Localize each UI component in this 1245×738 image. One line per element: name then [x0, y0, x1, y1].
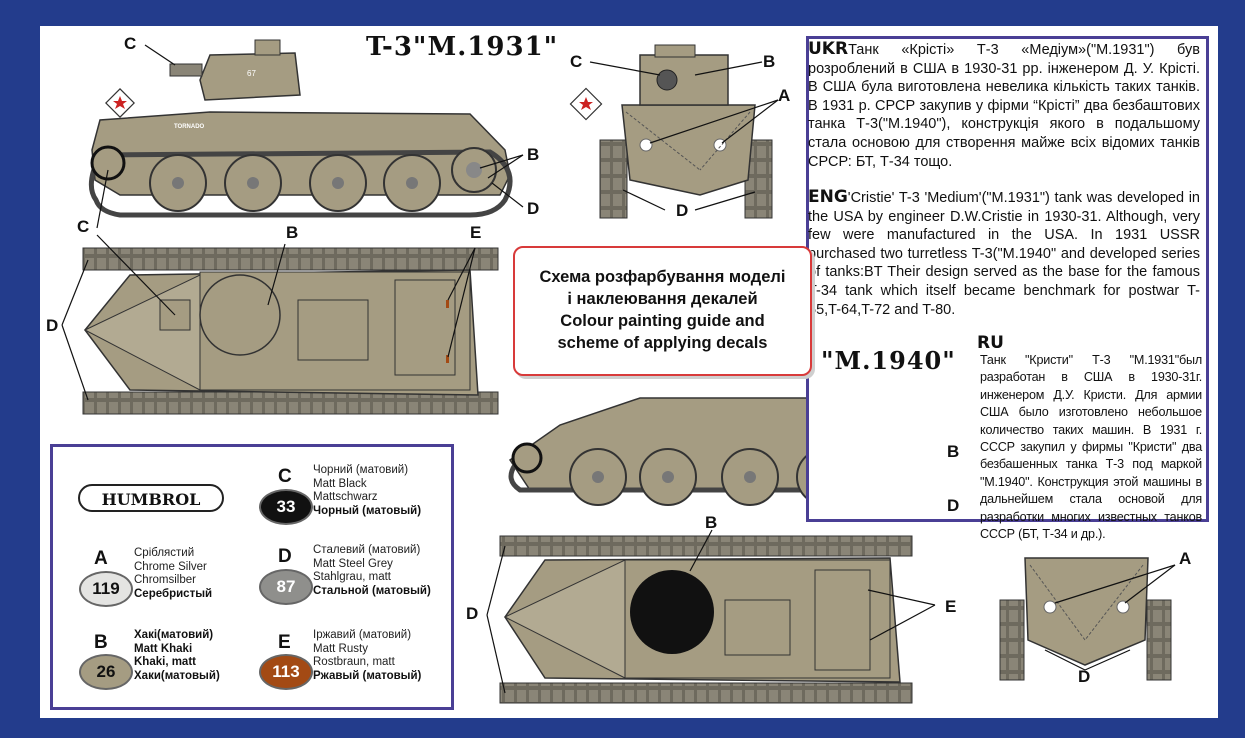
callout-b: B	[527, 145, 540, 164]
paint-b-ukr: Хакі(матовий)	[134, 629, 214, 641]
paint-d-eng: Matt Steel Grey	[313, 557, 393, 570]
paint-a-ger: Chromsilber	[134, 574, 196, 587]
paint-text-a: Сріблястий Chrome Silver Chromsilber Сер…	[134, 547, 212, 601]
paint-d-ukr: Сталевий (матовий)	[313, 544, 421, 556]
paint-e-ukr: Іржавий (матовий)	[313, 629, 412, 641]
paint-letter-a: A	[94, 548, 108, 569]
callout-d: D	[46, 316, 59, 335]
callout-d: D	[466, 604, 479, 623]
callout-b: B	[763, 52, 776, 71]
callout-a: A	[778, 86, 791, 105]
guide-line-2: і наклеювання декалей	[567, 290, 758, 308]
paint-b-rus: Хаки(матовый)	[134, 669, 220, 682]
paint-number-e: 113	[272, 662, 300, 681]
paint-letter-e: E	[278, 632, 291, 653]
paint-chip-c: 33	[259, 489, 313, 525]
callout-c: C	[570, 52, 583, 71]
guide-line-4: scheme of applying decals	[557, 334, 768, 352]
callout-b: B	[947, 442, 960, 461]
paint-text-c: Чорний (матовий) Matt Black Mattschwarz …	[313, 464, 421, 518]
paint-chip-b: 26	[79, 654, 133, 690]
m1940-top-view	[499, 535, 913, 704]
paint-c-rus: Чорный (матовый)	[313, 504, 422, 517]
callout-d: D	[1078, 667, 1091, 686]
lang-label-ru: RU	[977, 333, 1004, 353]
callout-e: E	[470, 223, 482, 242]
paint-d-ger: Stahlgrau, matt	[313, 571, 391, 584]
description-box	[806, 36, 1209, 522]
paint-letter-d: D	[278, 546, 292, 567]
callout-b: B	[705, 513, 718, 532]
paint-a-rus: Серебристый	[134, 587, 213, 600]
m1931-side-view: 67 TORNADO	[88, 39, 513, 218]
paint-chip-e: 113	[259, 654, 313, 690]
paint-c-ger: Mattschwarz	[313, 491, 378, 504]
callout-d: D	[676, 201, 689, 220]
paint-e-eng: Matt Rusty	[313, 642, 368, 655]
callout-c: C	[77, 217, 90, 236]
humbrol-logo: HUMBROL	[78, 484, 224, 512]
description-ru-text: Танк "Кристи" Т-3 "М.1931"был разработан…	[980, 353, 1202, 542]
title-m1931: T-3"M.1931"	[366, 32, 559, 62]
paint-number-b: 26	[96, 662, 116, 681]
turret-number-decal: 67	[247, 69, 256, 78]
paint-number-d: 87	[276, 577, 296, 596]
paint-number-c: 33	[276, 497, 296, 516]
leader-lines	[61, 44, 1176, 694]
paint-text-d: Сталевий (матовий) Matt Steel Grey Stahl…	[313, 544, 431, 598]
paint-c-eng: Matt Black	[313, 477, 367, 490]
paint-chip-a: 119	[79, 571, 133, 607]
lang-label-eng: ENG	[808, 187, 848, 207]
paint-c-ukr: Чорний (матовий)	[313, 464, 409, 476]
callout-d: D	[527, 199, 540, 218]
callout-c: C	[124, 34, 137, 53]
paint-b-ger: Khaki, matt	[134, 656, 196, 669]
callout-e: E	[945, 597, 957, 616]
guide-line-3: Colour painting guide and	[560, 312, 765, 330]
paint-d-rus: Стальной (матовый)	[313, 584, 431, 597]
paint-a-eng: Chrome Silver	[134, 560, 207, 573]
paint-text-e: Іржавий (матовий) Matt Rusty Rostbraun, …	[313, 629, 421, 683]
title-m1940: "M.1940"	[815, 346, 962, 375]
callout-d: D	[947, 496, 960, 515]
description-eng-text: 'Cristie' T-3 'Medium'("M.1931") tank wa…	[808, 190, 1200, 318]
description-ukr: UKRТанк «Крісті» Т-3 «Медіум»("М.1931") …	[808, 40, 1200, 171]
guide-heading-box: Схема розфарбування моделі і наклеювання…	[513, 246, 812, 376]
paint-e-rus: Ржавый (матовый)	[313, 669, 422, 682]
m1940-front-view	[999, 557, 1172, 681]
guide-line-1: Схема розфарбування моделі	[539, 268, 786, 286]
hull-name-decal: TORNADO	[174, 124, 205, 130]
callout-a: A	[1179, 549, 1192, 568]
description-eng: ENG'Cristie' T-3 'Medium'("M.1931") tank…	[808, 188, 1200, 319]
paint-b-eng: Matt Khaki	[134, 642, 193, 655]
paint-letter-b: B	[94, 632, 108, 653]
lang-label-ukr: UKR	[808, 39, 849, 59]
paint-letter-c: C	[278, 466, 292, 487]
paint-text-b: Хакі(матовий) Matt Khaki Khaki, matt Хак…	[134, 629, 220, 683]
callout-b: B	[286, 223, 299, 242]
m1931-top-view	[82, 247, 499, 415]
m1931-front-view	[569, 44, 773, 219]
paint-number-a: 119	[92, 579, 120, 598]
paint-chip-d: 87	[259, 569, 313, 605]
description-ukr-text: Танк «Крісті» Т-3 «Медіум»("М.1931") був…	[808, 42, 1200, 170]
paint-a-ukr: Сріблястий	[134, 547, 195, 559]
paint-e-ger: Rostbraun, matt	[313, 656, 395, 669]
